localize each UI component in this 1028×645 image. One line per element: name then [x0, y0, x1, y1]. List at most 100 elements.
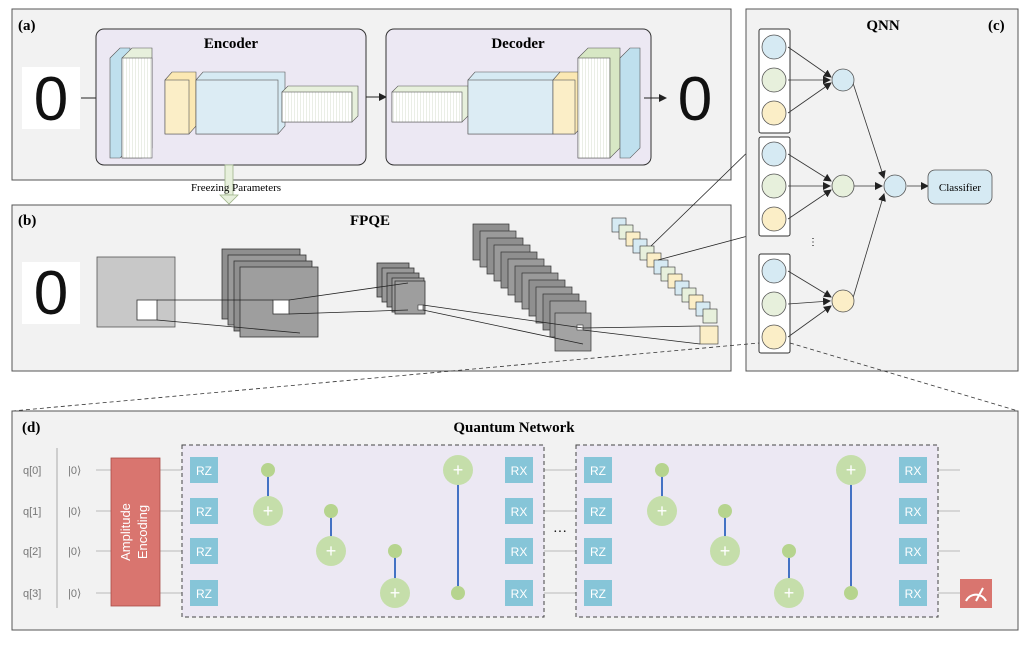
quantum-feature-stack: [611, 217, 719, 345]
amplitude-encoding-block: Amplitude Encoding: [110, 457, 161, 607]
kernel-window-1: [136, 299, 158, 321]
rz-gate: [584, 538, 612, 564]
rz-gate: [190, 457, 218, 483]
svg-text:RZ: RZ: [196, 545, 212, 559]
svg-text:RZ: RZ: [590, 505, 606, 519]
cnot-gates-block-1: + + + +: [253, 455, 473, 608]
control-dot: [451, 586, 465, 600]
rx-gate: [899, 538, 927, 564]
panel-b: (b) FPQE 0: [11, 204, 732, 372]
control-dot: [718, 504, 732, 518]
cnot-target: [647, 496, 677, 526]
svg-text:0: 0: [34, 259, 68, 328]
feature-map-stack-2: [221, 248, 319, 338]
svg-text:RX: RX: [905, 587, 922, 601]
svg-text:RZ: RZ: [196, 505, 212, 519]
rx-gate: [899, 457, 927, 483]
rx-gate: [505, 580, 533, 606]
panel-d-label: (d): [22, 420, 40, 436]
ket-0: |0⟩: [68, 465, 81, 477]
classifier-box: [927, 169, 993, 205]
qubit-label-2: q[2]: [23, 546, 41, 558]
rz-gate: [190, 538, 218, 564]
qubit-label-0: q[0]: [23, 465, 41, 477]
cnot-target: [836, 455, 866, 485]
rz-gates-block-2: RZ RZ RZ RZ: [584, 457, 612, 606]
connector-to-qnn-1: [650, 140, 760, 247]
svg-text:RZ: RZ: [590, 587, 606, 601]
control-dot: [782, 544, 796, 558]
cnot-target: [710, 536, 740, 566]
freezing-parameters-arrow: Freezing Parameters: [191, 164, 281, 205]
zoom-line-left: [11, 342, 760, 412]
rz-gate: [584, 457, 612, 483]
rz-gates-block-1: RZ RZ RZ RZ: [190, 457, 218, 606]
svg-text:+: +: [846, 460, 857, 480]
qnn-ellipsis: ⋮: [808, 237, 818, 248]
encoder-layers: [109, 47, 359, 159]
cnot-target: [380, 578, 410, 608]
svg-text:RX: RX: [905, 545, 922, 559]
fpqe-input-digit: 0: [22, 259, 80, 328]
svg-text:+: +: [657, 501, 668, 521]
feature-map-stack-4: [472, 223, 592, 352]
connector-to-qnn-2: [657, 232, 760, 261]
qubit-label-1: q[1]: [23, 506, 41, 518]
zoom-line-right: [789, 342, 1019, 412]
cnot-gates-block-2: + + + +: [647, 455, 866, 608]
cnot-target: [774, 578, 804, 608]
control-dot: [844, 586, 858, 600]
cnot-target: [316, 536, 346, 566]
rz-gate: [584, 498, 612, 524]
blocks-ellipsis: ···: [553, 525, 567, 540]
qubit-label-3: q[3]: [23, 588, 41, 600]
feature-map-stack-3: [376, 262, 426, 315]
control-dot: [324, 504, 338, 518]
panel-c-label: (c): [988, 18, 1005, 34]
svg-text:RZ: RZ: [196, 587, 212, 601]
ket-3: |0⟩: [68, 588, 81, 600]
rz-gate: [190, 498, 218, 524]
input-digit-image: 0: [22, 65, 80, 134]
qnn-edges: [787, 46, 929, 338]
control-dot: [388, 544, 402, 558]
decoder-title: Decoder: [491, 36, 545, 52]
qnn-hidden-nodes: [831, 68, 907, 313]
svg-text:RX: RX: [511, 587, 528, 601]
svg-text:RX: RX: [511, 464, 528, 478]
panel-b-label: (b): [18, 213, 36, 229]
measurement-icon: [960, 579, 992, 608]
panel-a-label: (a): [18, 18, 36, 34]
qnn-input-nodes: [761, 34, 787, 350]
svg-text:RX: RX: [511, 505, 528, 519]
rx-gate: [505, 457, 533, 483]
panel-a: (a) 0 Encoder Decoder: [11, 8, 732, 181]
svg-text:RX: RX: [511, 545, 528, 559]
svg-text:+: +: [326, 541, 337, 561]
cnot-target: [253, 496, 283, 526]
panel-c: QNN (c): [745, 8, 1019, 372]
feature-map-1: [96, 256, 176, 328]
rx-gate: [505, 538, 533, 564]
ket-1: |0⟩: [68, 506, 81, 518]
svg-text:+: +: [453, 460, 464, 480]
control-dot: [261, 463, 275, 477]
variational-block-1: RZ RZ RZ RZ + + +: [181, 444, 545, 618]
cnot-target: [443, 455, 473, 485]
svg-text:RX: RX: [905, 464, 922, 478]
svg-text:+: +: [390, 583, 401, 603]
classifier-label: Classifier: [939, 182, 981, 194]
qnn-title: QNN: [866, 18, 900, 34]
svg-text:+: +: [784, 583, 795, 603]
rx-gates-block-2: RX RX RX RX: [899, 457, 927, 606]
rx-gate: [899, 498, 927, 524]
output-digit-glyph: 0: [678, 65, 712, 134]
svg-text:+: +: [720, 541, 731, 561]
encoder-title: Encoder: [204, 36, 259, 52]
svg-text:RZ: RZ: [196, 464, 212, 478]
svg-text:RX: RX: [905, 505, 922, 519]
freezing-parameters-label: Freezing Parameters: [191, 182, 281, 194]
qubit-labels: q[0] q[1] q[2] q[3] |0⟩ |0⟩ |0⟩ |0⟩: [23, 465, 81, 600]
svg-text:RZ: RZ: [590, 545, 606, 559]
rz-gate: [190, 580, 218, 606]
